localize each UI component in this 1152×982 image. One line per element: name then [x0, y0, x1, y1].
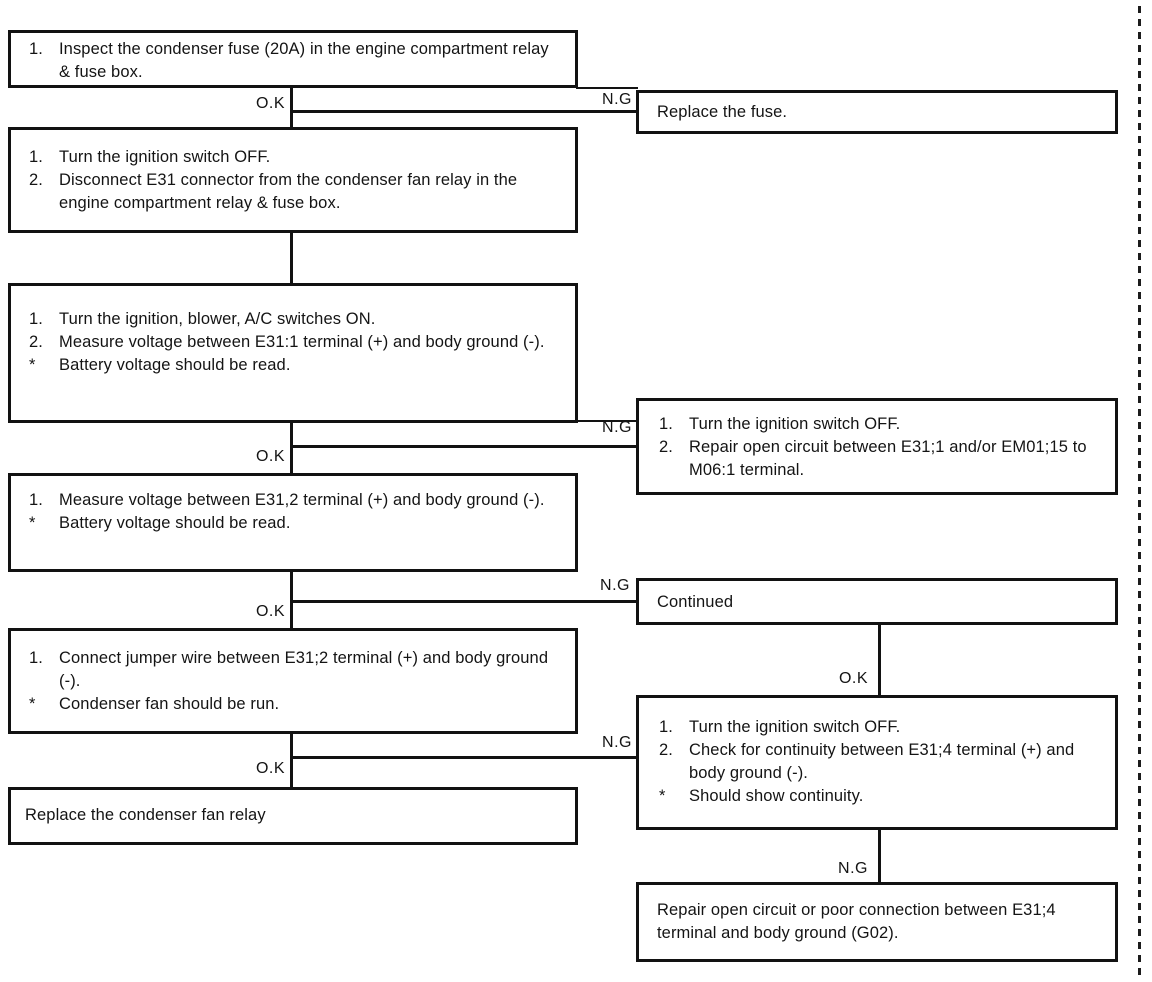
flow-step-item: 1. Turn the ignition, blower, A/C switch… — [29, 308, 567, 331]
label-ok-5: O.K — [838, 670, 868, 687]
branch-top-rail-b3 — [576, 420, 638, 422]
note-text: Battery voltage should be read. — [59, 356, 291, 374]
flow-step-item: 2. Repair open circuit between E31;1 and… — [659, 436, 1109, 482]
branch-ng-b5-to-r4 — [290, 756, 636, 759]
label-ng-4: N.G — [602, 734, 632, 751]
branch-ng-b4-to-r3 — [290, 600, 636, 603]
box-continued: Continued — [636, 578, 1118, 625]
step-marker: 1. — [29, 40, 43, 58]
flow-step-item: 1. Turn the ignition switch OFF. — [659, 716, 1109, 739]
connector-b2-to-b3 — [290, 233, 293, 283]
step-text: Disconnect E31 connector from the conden… — [59, 171, 518, 212]
box-text: Continued — [657, 593, 734, 611]
box-measure-e31-2-voltage: 1. Measure voltage between E31,2 termina… — [8, 473, 578, 572]
flow-step-item: 1. Turn the ignition switch OFF. — [29, 146, 567, 169]
step-marker: 1. — [29, 491, 43, 509]
box-text: Replace the condenser fan relay — [25, 806, 266, 824]
label-ng-1: N.G — [602, 91, 632, 108]
box-measure-e31-1-voltage: 1. Turn the ignition, blower, A/C switch… — [8, 283, 578, 423]
page-edge-dashed-line — [1138, 6, 1141, 976]
box-disconnect-e31-connector: 1. Turn the ignition switch OFF. 2. Disc… — [8, 127, 578, 233]
step-text: Turn the ignition switch OFF. — [689, 415, 901, 433]
connector-r4-to-r5 — [878, 830, 881, 882]
box-inspect-condenser-fuse: 1. Inspect the condenser fuse (20A) in t… — [8, 30, 578, 88]
flow-step-item: 2. Measure voltage between E31:1 termina… — [29, 331, 567, 354]
connector-b5-to-b6 — [290, 734, 293, 787]
box-check-continuity-e31-4: 1. Turn the ignition switch OFF. 2. Chec… — [636, 695, 1118, 830]
note-marker: * — [29, 356, 36, 374]
box-text: Replace the fuse. — [657, 103, 788, 121]
step-marker: 1. — [29, 310, 43, 328]
note-text: Battery voltage should be read. — [59, 514, 291, 532]
label-ok-2: O.K — [255, 448, 285, 465]
flow-note-item: * Battery voltage should be read. — [29, 512, 567, 535]
step-text: Check for continuity between E31;4 termi… — [689, 741, 1075, 782]
label-ng-3: N.G — [600, 577, 630, 594]
step-marker: 1. — [659, 415, 673, 433]
box-repair-open-circuit-e31-1: 1. Turn the ignition switch OFF. 2. Repa… — [636, 398, 1118, 495]
box-replace-condenser-fan-relay: Replace the condenser fan relay — [8, 787, 578, 845]
step-text: Repair open circuit between E31;1 and/or… — [689, 438, 1087, 479]
step-marker: 2. — [659, 438, 673, 456]
box-replace-fuse: Replace the fuse. — [636, 90, 1118, 134]
flow-step-item: 2. Disconnect E31 connector from the con… — [29, 169, 567, 215]
note-text: Condenser fan should be run. — [59, 695, 280, 713]
flow-step-item: 1. Turn the ignition switch OFF. — [659, 413, 1109, 436]
step-text: Measure voltage between E31:1 terminal (… — [59, 333, 545, 351]
connector-b3-to-b4 — [290, 423, 293, 473]
label-ng-5: N.G — [838, 860, 868, 877]
note-marker: * — [29, 514, 36, 532]
branch-ng-b3-to-r2 — [290, 445, 636, 448]
step-text: Inspect the condenser fuse (20A) in the … — [59, 40, 549, 81]
step-text: Turn the ignition switch OFF. — [59, 148, 271, 166]
step-text: Measure voltage between E31,2 terminal (… — [59, 491, 545, 509]
flow-step-item: 1. Inspect the condenser fuse (20A) in t… — [29, 38, 567, 84]
note-marker: * — [29, 695, 36, 713]
step-marker: 2. — [29, 333, 43, 351]
branch-top-rail-b1 — [576, 87, 638, 89]
step-marker: 1. — [659, 718, 673, 736]
flow-step-item: 2. Check for continuity between E31;4 te… — [659, 739, 1109, 785]
label-ok-3: O.K — [255, 603, 285, 620]
flow-step-item: 1. Connect jumper wire between E31;2 ter… — [29, 647, 567, 693]
note-text: Should show continuity. — [689, 787, 864, 805]
label-ng-2: N.G — [602, 419, 632, 436]
label-ok-4: O.K — [255, 760, 285, 777]
flow-step-item: 1. Measure voltage between E31,2 termina… — [29, 489, 567, 512]
step-text: Connect jumper wire between E31;2 termin… — [59, 649, 549, 690]
step-marker: 1. — [29, 148, 43, 166]
flow-note-item: * Battery voltage should be read. — [29, 354, 567, 377]
step-marker: 2. — [659, 741, 673, 759]
connector-b1-to-b2 — [290, 86, 293, 127]
step-marker: 2. — [29, 171, 43, 189]
step-text: Turn the ignition switch OFF. — [689, 718, 901, 736]
step-text: Turn the ignition, blower, A/C switches … — [59, 310, 376, 328]
connector-r3-to-r4 — [878, 625, 881, 695]
box-text: Repair open circuit or poor connection b… — [657, 901, 1056, 942]
flow-note-item: * Should show continuity. — [659, 785, 1109, 808]
flow-note-item: * Condenser fan should be run. — [29, 693, 567, 716]
box-repair-open-circuit-e31-4: Repair open circuit or poor connection b… — [636, 882, 1118, 962]
step-marker: 1. — [29, 649, 43, 667]
box-jumper-wire-e31-2: 1. Connect jumper wire between E31;2 ter… — [8, 628, 578, 734]
branch-ng-b1-to-r1 — [290, 110, 636, 113]
note-marker: * — [659, 787, 666, 805]
label-ok-1: O.K — [255, 95, 285, 112]
